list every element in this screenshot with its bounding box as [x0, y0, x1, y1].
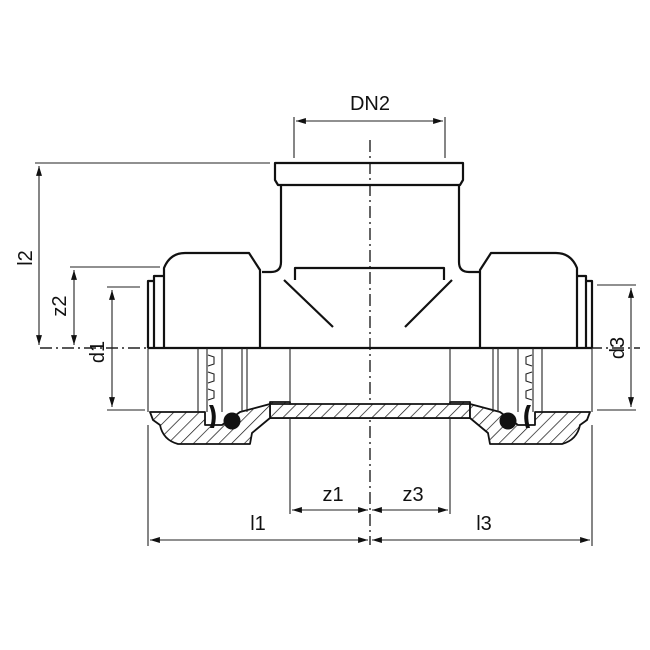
dimension-l1-l3: l1 l3 — [147, 425, 593, 546]
label-d3: d3 — [607, 337, 629, 359]
o-ring-right — [499, 412, 517, 430]
branch-socket — [262, 161, 480, 328]
label-l2: l2 — [15, 250, 37, 266]
label-dn2: DN2 — [350, 93, 390, 115]
right-sleeve — [478, 251, 594, 348]
bore-section — [147, 348, 593, 445]
label-z3: z3 — [402, 484, 423, 506]
label-l3: l3 — [476, 513, 492, 535]
dimension-d1: d1 — [87, 286, 145, 411]
label-z2: z2 — [49, 295, 71, 316]
label-d1: d1 — [87, 341, 109, 363]
dimension-l2: l2 — [15, 162, 270, 345]
dimension-z2: z2 — [49, 266, 160, 345]
label-z1: z1 — [322, 484, 343, 506]
label-l1: l1 — [250, 513, 266, 535]
left-sleeve — [146, 251, 262, 348]
o-ring-left — [223, 412, 241, 430]
dimension-d3: d3 — [597, 284, 636, 411]
dimension-dn2: DN2 — [293, 93, 446, 158]
dimension-z1-z3: z1 z3 — [289, 418, 451, 514]
